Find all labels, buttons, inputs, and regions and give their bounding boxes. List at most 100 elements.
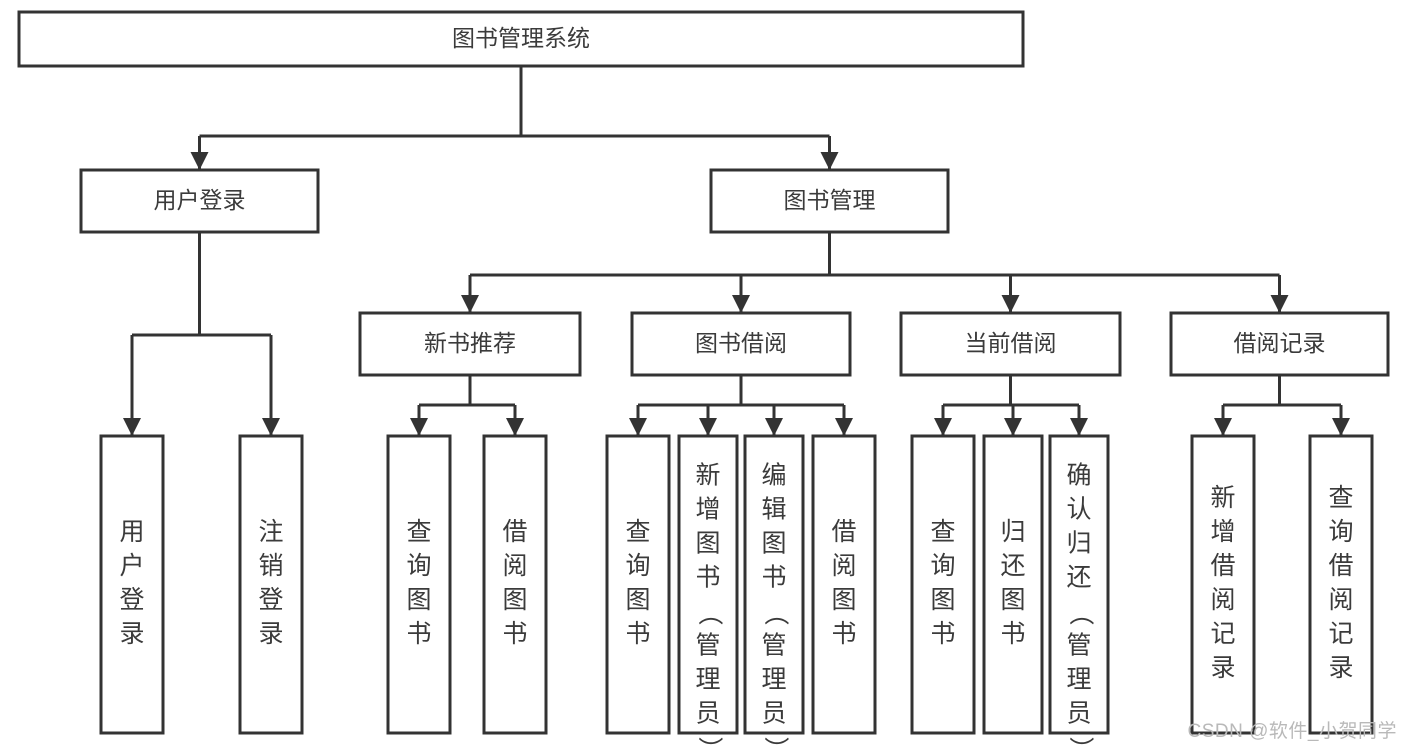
node-borrow-records bbox=[1169, 311, 1390, 377]
node-current-borrow bbox=[899, 311, 1122, 377]
svg-text:图: 图 bbox=[761, 530, 786, 558]
svg-text:书: 书 bbox=[1000, 620, 1025, 648]
node-current-confirm-return bbox=[1048, 434, 1110, 735]
svg-text:归: 归 bbox=[1000, 518, 1025, 546]
connector-layer bbox=[123, 66, 1350, 436]
node-book-management bbox=[709, 168, 950, 234]
svg-text:增: 增 bbox=[1210, 518, 1235, 546]
svg-text:还: 还 bbox=[1066, 564, 1091, 592]
svg-text:书: 书 bbox=[406, 620, 431, 648]
svg-text:增: 增 bbox=[695, 496, 720, 524]
svg-text:图: 图 bbox=[695, 530, 720, 558]
svg-text:书: 书 bbox=[761, 564, 786, 592]
svg-text:录: 录 bbox=[258, 620, 283, 648]
svg-text:）: ） bbox=[695, 736, 723, 747]
svg-text:新: 新 bbox=[695, 462, 720, 490]
svg-text:（: （ bbox=[695, 600, 723, 625]
svg-text:图: 图 bbox=[625, 586, 650, 614]
node-recommend-borrow-book bbox=[482, 434, 548, 735]
svg-text:阅: 阅 bbox=[1210, 586, 1235, 614]
svg-text:管: 管 bbox=[695, 632, 720, 660]
svg-text:登: 登 bbox=[258, 586, 283, 614]
svg-text:借: 借 bbox=[831, 518, 856, 546]
svg-text:阅: 阅 bbox=[831, 552, 856, 580]
svg-text:（: （ bbox=[761, 600, 789, 625]
svg-text:当前借阅: 当前借阅 bbox=[965, 330, 1057, 356]
node-recommend-query-book bbox=[386, 434, 452, 735]
svg-text:录: 录 bbox=[119, 620, 144, 648]
svg-text:图书管理: 图书管理 bbox=[784, 187, 876, 213]
svg-text:询: 询 bbox=[1328, 518, 1353, 546]
svg-text:管: 管 bbox=[1066, 632, 1091, 660]
svg-text:书: 书 bbox=[695, 564, 720, 592]
svg-text:管: 管 bbox=[761, 632, 786, 660]
node-user-logout-leaf bbox=[238, 434, 304, 735]
node-new-book-recommend bbox=[358, 311, 582, 377]
svg-text:询: 询 bbox=[930, 552, 955, 580]
svg-text:书: 书 bbox=[930, 620, 955, 648]
svg-text:员: 员 bbox=[695, 700, 720, 728]
svg-text:借: 借 bbox=[1328, 552, 1353, 580]
svg-text:归: 归 bbox=[1066, 530, 1091, 558]
svg-text:书: 书 bbox=[831, 620, 856, 648]
node-current-return-book bbox=[982, 434, 1044, 735]
svg-text:查: 查 bbox=[406, 518, 431, 546]
node-record-query bbox=[1308, 434, 1374, 735]
svg-text:录: 录 bbox=[1210, 654, 1235, 682]
node-book-borrow bbox=[630, 311, 852, 377]
watermark-text: CSDN @软件_小贺同学 bbox=[1187, 721, 1397, 742]
svg-text:新: 新 bbox=[1210, 484, 1235, 512]
svg-text:员: 员 bbox=[1066, 700, 1091, 728]
svg-text:图书管理系统: 图书管理系统 bbox=[452, 25, 590, 51]
svg-text:员: 员 bbox=[761, 700, 786, 728]
svg-text:借: 借 bbox=[1210, 552, 1235, 580]
node-root bbox=[17, 10, 1025, 68]
svg-text:询: 询 bbox=[406, 552, 431, 580]
node-record-add bbox=[1190, 434, 1256, 735]
node-current-query-book bbox=[910, 434, 976, 735]
svg-text:图: 图 bbox=[831, 586, 856, 614]
svg-text:查: 查 bbox=[1328, 484, 1353, 512]
node-borrow-query-book bbox=[605, 434, 671, 735]
svg-text:图: 图 bbox=[1000, 586, 1025, 614]
node-layer: 图书管理系统用户登录图书管理用户登录注销登录新书推荐图书借阅当前借阅借阅记录查询… bbox=[17, 10, 1390, 747]
svg-text:图: 图 bbox=[502, 586, 527, 614]
svg-text:登: 登 bbox=[119, 586, 144, 614]
svg-text:记: 记 bbox=[1210, 620, 1235, 648]
svg-text:阅: 阅 bbox=[1328, 586, 1353, 614]
svg-text:确: 确 bbox=[1066, 462, 1091, 490]
svg-text:理: 理 bbox=[1066, 666, 1091, 694]
svg-text:阅: 阅 bbox=[502, 552, 527, 580]
node-user-login bbox=[79, 168, 320, 234]
svg-text:询: 询 bbox=[625, 552, 650, 580]
svg-text:认: 认 bbox=[1066, 496, 1091, 524]
svg-text:用: 用 bbox=[119, 518, 144, 546]
node-user-login-leaf bbox=[99, 434, 165, 735]
svg-text:）: ） bbox=[761, 736, 789, 747]
svg-text:户: 户 bbox=[119, 552, 144, 580]
svg-text:还: 还 bbox=[1000, 552, 1025, 580]
svg-text:）: ） bbox=[1066, 736, 1094, 747]
svg-text:辑: 辑 bbox=[761, 496, 786, 524]
svg-text:（: （ bbox=[1066, 600, 1094, 625]
svg-text:查: 查 bbox=[930, 518, 955, 546]
svg-text:理: 理 bbox=[761, 666, 786, 694]
svg-text:用户登录: 用户登录 bbox=[154, 187, 246, 213]
svg-text:书: 书 bbox=[625, 620, 650, 648]
node-borrow-add-book bbox=[677, 434, 739, 735]
svg-text:借阅记录: 借阅记录 bbox=[1234, 330, 1326, 356]
svg-text:录: 录 bbox=[1328, 654, 1353, 682]
svg-text:查: 查 bbox=[625, 518, 650, 546]
svg-text:书: 书 bbox=[502, 620, 527, 648]
node-borrow-edit-book bbox=[743, 434, 805, 735]
svg-text:销: 销 bbox=[258, 552, 283, 580]
svg-text:图: 图 bbox=[930, 586, 955, 614]
svg-text:注: 注 bbox=[258, 518, 283, 546]
svg-text:图书借阅: 图书借阅 bbox=[695, 330, 787, 356]
svg-text:编: 编 bbox=[761, 462, 786, 490]
svg-text:理: 理 bbox=[695, 666, 720, 694]
svg-text:图: 图 bbox=[406, 586, 431, 614]
svg-text:记: 记 bbox=[1328, 620, 1353, 648]
svg-text:新书推荐: 新书推荐 bbox=[424, 330, 516, 356]
